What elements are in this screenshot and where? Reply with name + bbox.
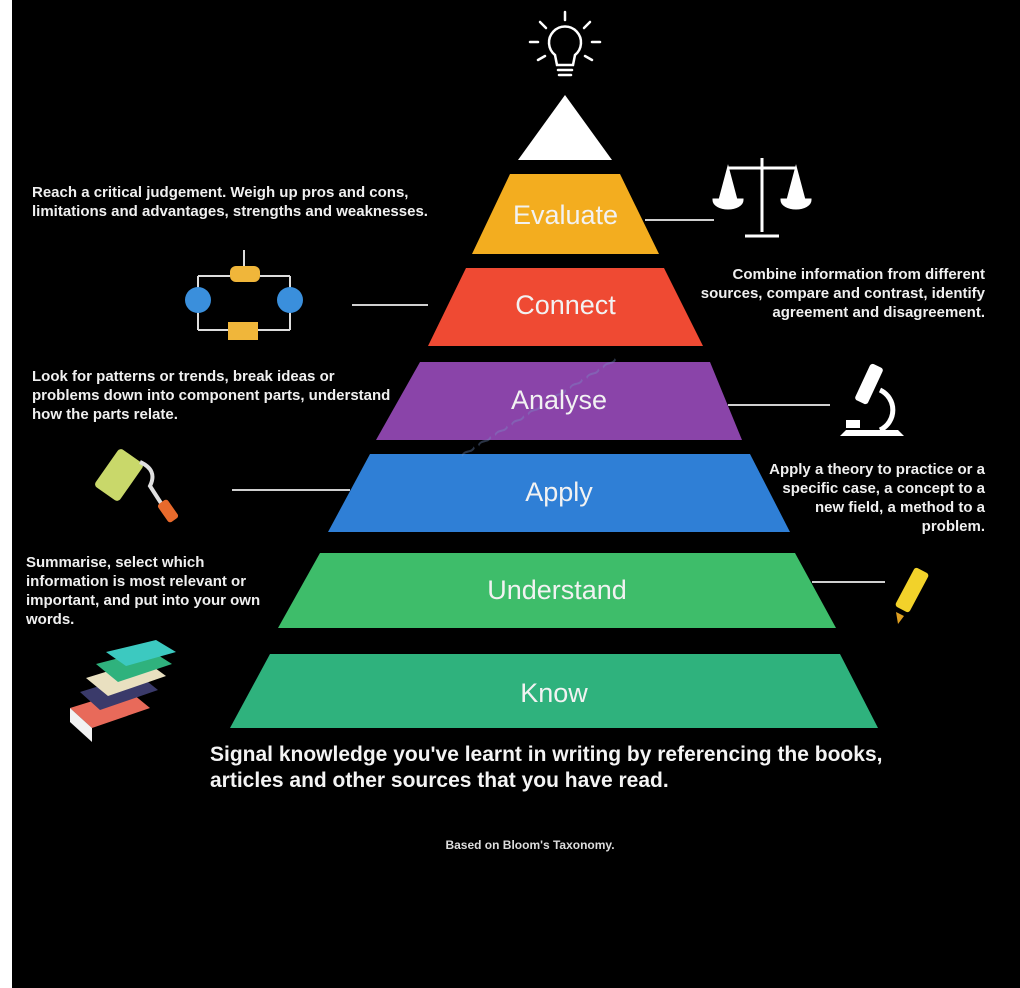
- tier-apply-label: Apply: [525, 477, 593, 507]
- pyramid-apex: [518, 95, 612, 160]
- tier-know-shape: [230, 654, 878, 728]
- balance-scale-icon: [712, 158, 812, 238]
- tier-know-label: Know: [520, 678, 588, 708]
- know-description: Signal knowledge you've learnt in writin…: [210, 743, 883, 792]
- credit-text: Based on Bloom's Taxonomy.: [445, 838, 615, 852]
- lightbulb-icon: [528, 10, 602, 77]
- paint-roller-icon: [95, 449, 179, 523]
- evaluate-description: Reach a critical judgement. Weigh up pro…: [32, 184, 428, 220]
- connect-description: Combine information from different sourc…: [700, 266, 985, 321]
- tier-analyse-shape: [376, 362, 742, 440]
- tier-evaluate-shape: [472, 174, 659, 254]
- tier-apply-shape: [328, 454, 790, 532]
- left-edge-strip: [0, 0, 12, 988]
- analyse-description: Look for patterns or trends, break ideas…: [32, 368, 391, 423]
- network-diagram-icon: [185, 250, 303, 340]
- tier-analyse-label: Analyse: [510, 385, 608, 415]
- microscope-icon: [840, 363, 904, 436]
- understand-description: Summarise, select which information is m…: [26, 554, 261, 628]
- books-stack-icon: [70, 640, 176, 742]
- tier-connect-shape: [428, 268, 703, 346]
- apply-description: Apply a theory to practice or a specific…: [769, 461, 985, 535]
- tier-evaluate-label: Evaluate: [512, 200, 619, 230]
- tier-understand-label: Understand: [487, 575, 627, 605]
- tier-connect-label: Connect: [515, 290, 616, 320]
- tier-understand-shape: [278, 553, 836, 628]
- highlighter-icon: [895, 567, 929, 624]
